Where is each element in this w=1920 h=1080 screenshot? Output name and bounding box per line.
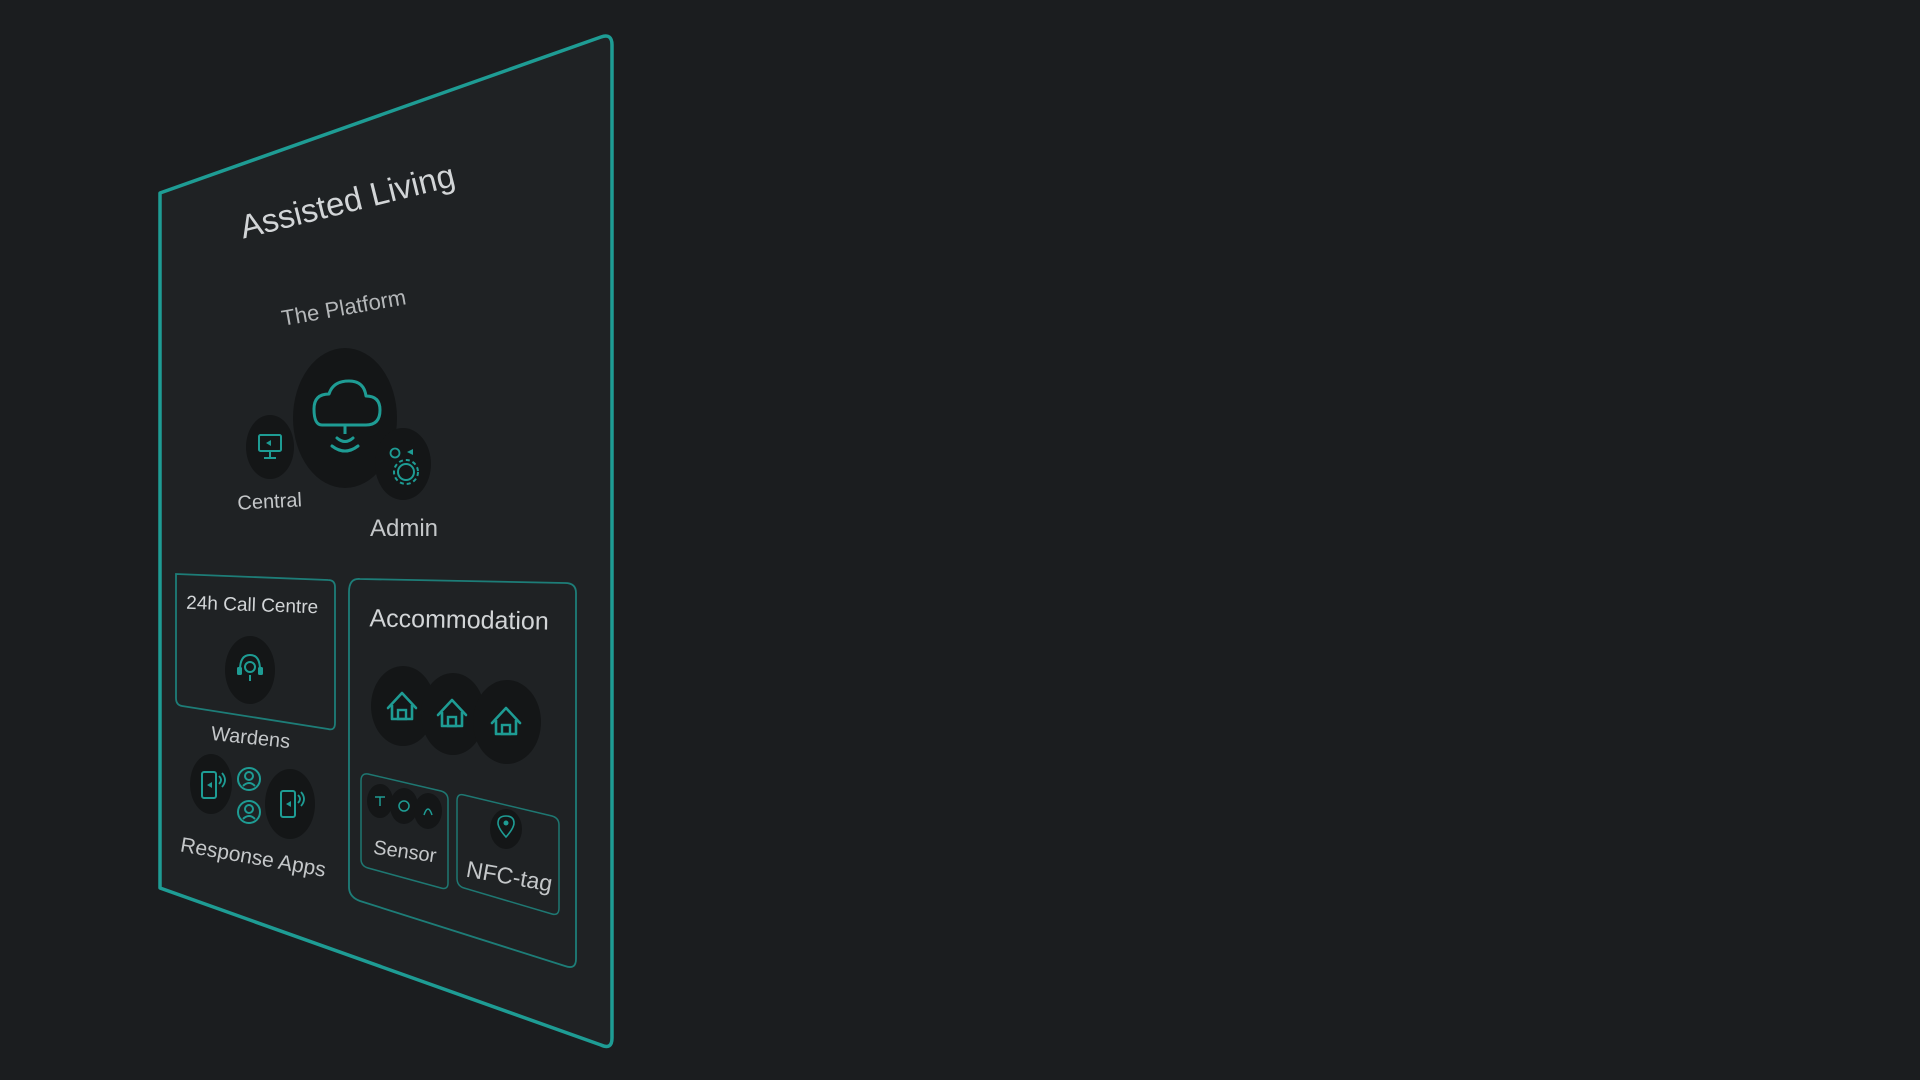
nfc-card: NFC-tag	[456, 793, 560, 916]
accommodation-title: Accommodation	[369, 604, 549, 635]
call-centre-card: 24h Call Centre	[175, 573, 336, 731]
admin-label: Admin	[370, 515, 438, 542]
house-icon	[421, 673, 485, 755]
headset-icon	[225, 636, 275, 704]
central-node: Central	[237, 415, 303, 515]
central-label: Central	[237, 489, 303, 514]
accommodation-card: Accommodation	[348, 578, 577, 968]
admin-node: Admin	[370, 428, 438, 542]
sensor-icon	[414, 793, 442, 829]
phone-signal-icon	[265, 769, 315, 839]
phone-signal-icon	[190, 754, 232, 814]
location-pin-icon	[490, 809, 522, 849]
sensor-icon	[390, 788, 418, 824]
gear-icon	[375, 428, 431, 500]
call-centre-title: 24h Call Centre	[186, 593, 319, 619]
sensor-card: Sensor	[360, 773, 449, 890]
house-icon	[371, 666, 435, 746]
cloud-signal-icon	[293, 348, 397, 488]
response-apps-icons	[190, 754, 315, 839]
sensor-icon	[367, 784, 393, 818]
house-icon	[473, 680, 541, 764]
monitor-icon	[246, 415, 294, 479]
